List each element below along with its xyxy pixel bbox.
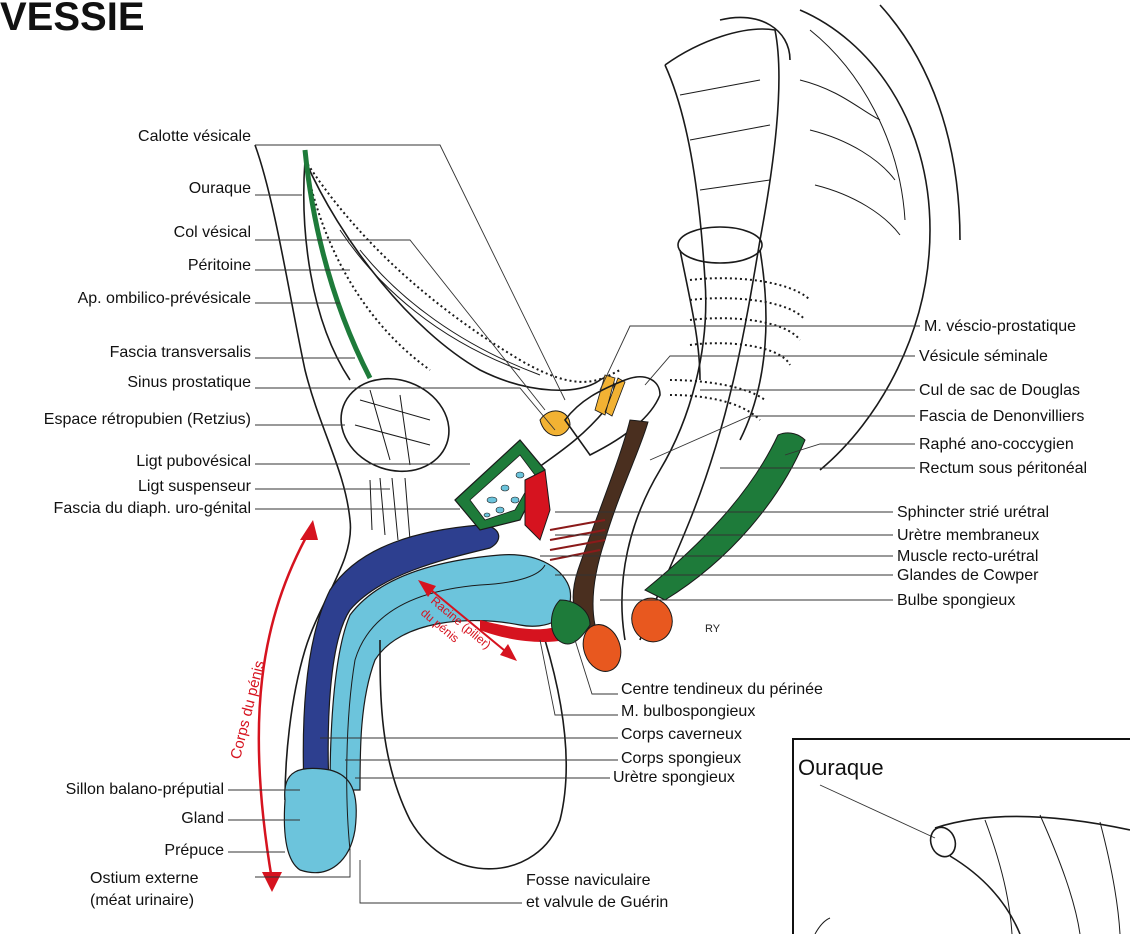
label-corps-caverneux: Corps caverneux [621,726,742,743]
label-fascia-transversalis: Fascia transversalis [110,344,251,361]
label-raphe: Raphé ano-coccygien [919,436,1074,453]
label-denonvilliers: Fascia de Denonvilliers [919,408,1084,425]
label-rectum: Rectum sous péritonéal [919,460,1087,477]
label-vescio-prostatique: M. véscio-prostatique [924,318,1076,335]
label-corps-spongieux: Corps spongieux [621,750,741,767]
sphincter-shape [525,470,550,540]
right-labels: M. véscio-prostatique Vésicule séminale … [897,318,1087,609]
bottom-labels: Centre tendineux du périnée M. bulbospon… [526,681,823,911]
label-calotte: Calotte vésicale [138,128,251,145]
label-douglas: Cul de sac de Douglas [919,382,1080,399]
label-ap-ombilico: Ap. ombilico-prévésicale [78,290,252,307]
left-labels: Calotte vésicale Ouraque Col vésical Pér… [44,128,252,909]
label-gland: Gland [181,810,224,827]
label-espace-retropubien: Espace rétropubien (Retzius) [44,411,251,428]
scrotum-outline [380,640,566,869]
label-ouraque: Ouraque [189,180,251,197]
label-sphincter: Sphincter strié urétral [897,504,1049,521]
label-centre-tendineux: Centre tendineux du périnée [621,681,823,698]
sacrum-outline [800,5,960,470]
label-ligt-suspenseur: Ligt suspenseur [138,478,252,495]
label-col-vesical: Col vésical [174,224,251,241]
label-ostium: Ostium externe [90,870,199,887]
vescio-prostatique-shape [540,411,570,436]
label-uretre-membraneux: Urètre membraneux [897,527,1039,544]
label-sinus-prostatique: Sinus prostatique [127,374,251,391]
diagram-title: VESSIE [0,0,145,39]
label-ligt-pubovesical: Ligt pubovésical [136,453,251,470]
corps-penis-label: Corps du pénis [227,659,268,761]
label-fosse-naviculaire: Fosse naviculaire [526,872,651,889]
label-recto-uretral: Muscle recto-urétral [897,548,1038,565]
label-fascia-diaph: Fascia du diaph. uro-génital [54,500,251,517]
inset-panel: Ouraque [793,739,1130,934]
inset-title: Ouraque [798,755,884,780]
label-valvule-guerin: et valvule de Guérin [526,894,668,911]
label-m-bulbospongieux: M. bulbospongieux [621,703,755,720]
label-meat: (méat urinaire) [90,892,194,909]
peritoneal-dotted-arcs [305,160,810,420]
bulbe-right [626,592,679,647]
ry-marker: RY [705,623,721,635]
pubic-symphysis [328,364,462,486]
label-sillon: Sillon balano-préputial [66,781,224,798]
label-prepuce: Prépuce [164,842,224,859]
label-vesicule-seminale: Vésicule séminale [919,348,1048,365]
label-bulbe: Bulbe spongieux [897,592,1015,609]
label-uretre-spongieux: Urètre spongieux [613,769,735,786]
label-cowper: Glandes de Cowper [897,567,1039,584]
denonvilliers-shape [573,420,648,630]
ouraque-line [305,150,370,378]
label-peritoine: Péritoine [188,257,251,274]
gland-shape [284,768,356,872]
